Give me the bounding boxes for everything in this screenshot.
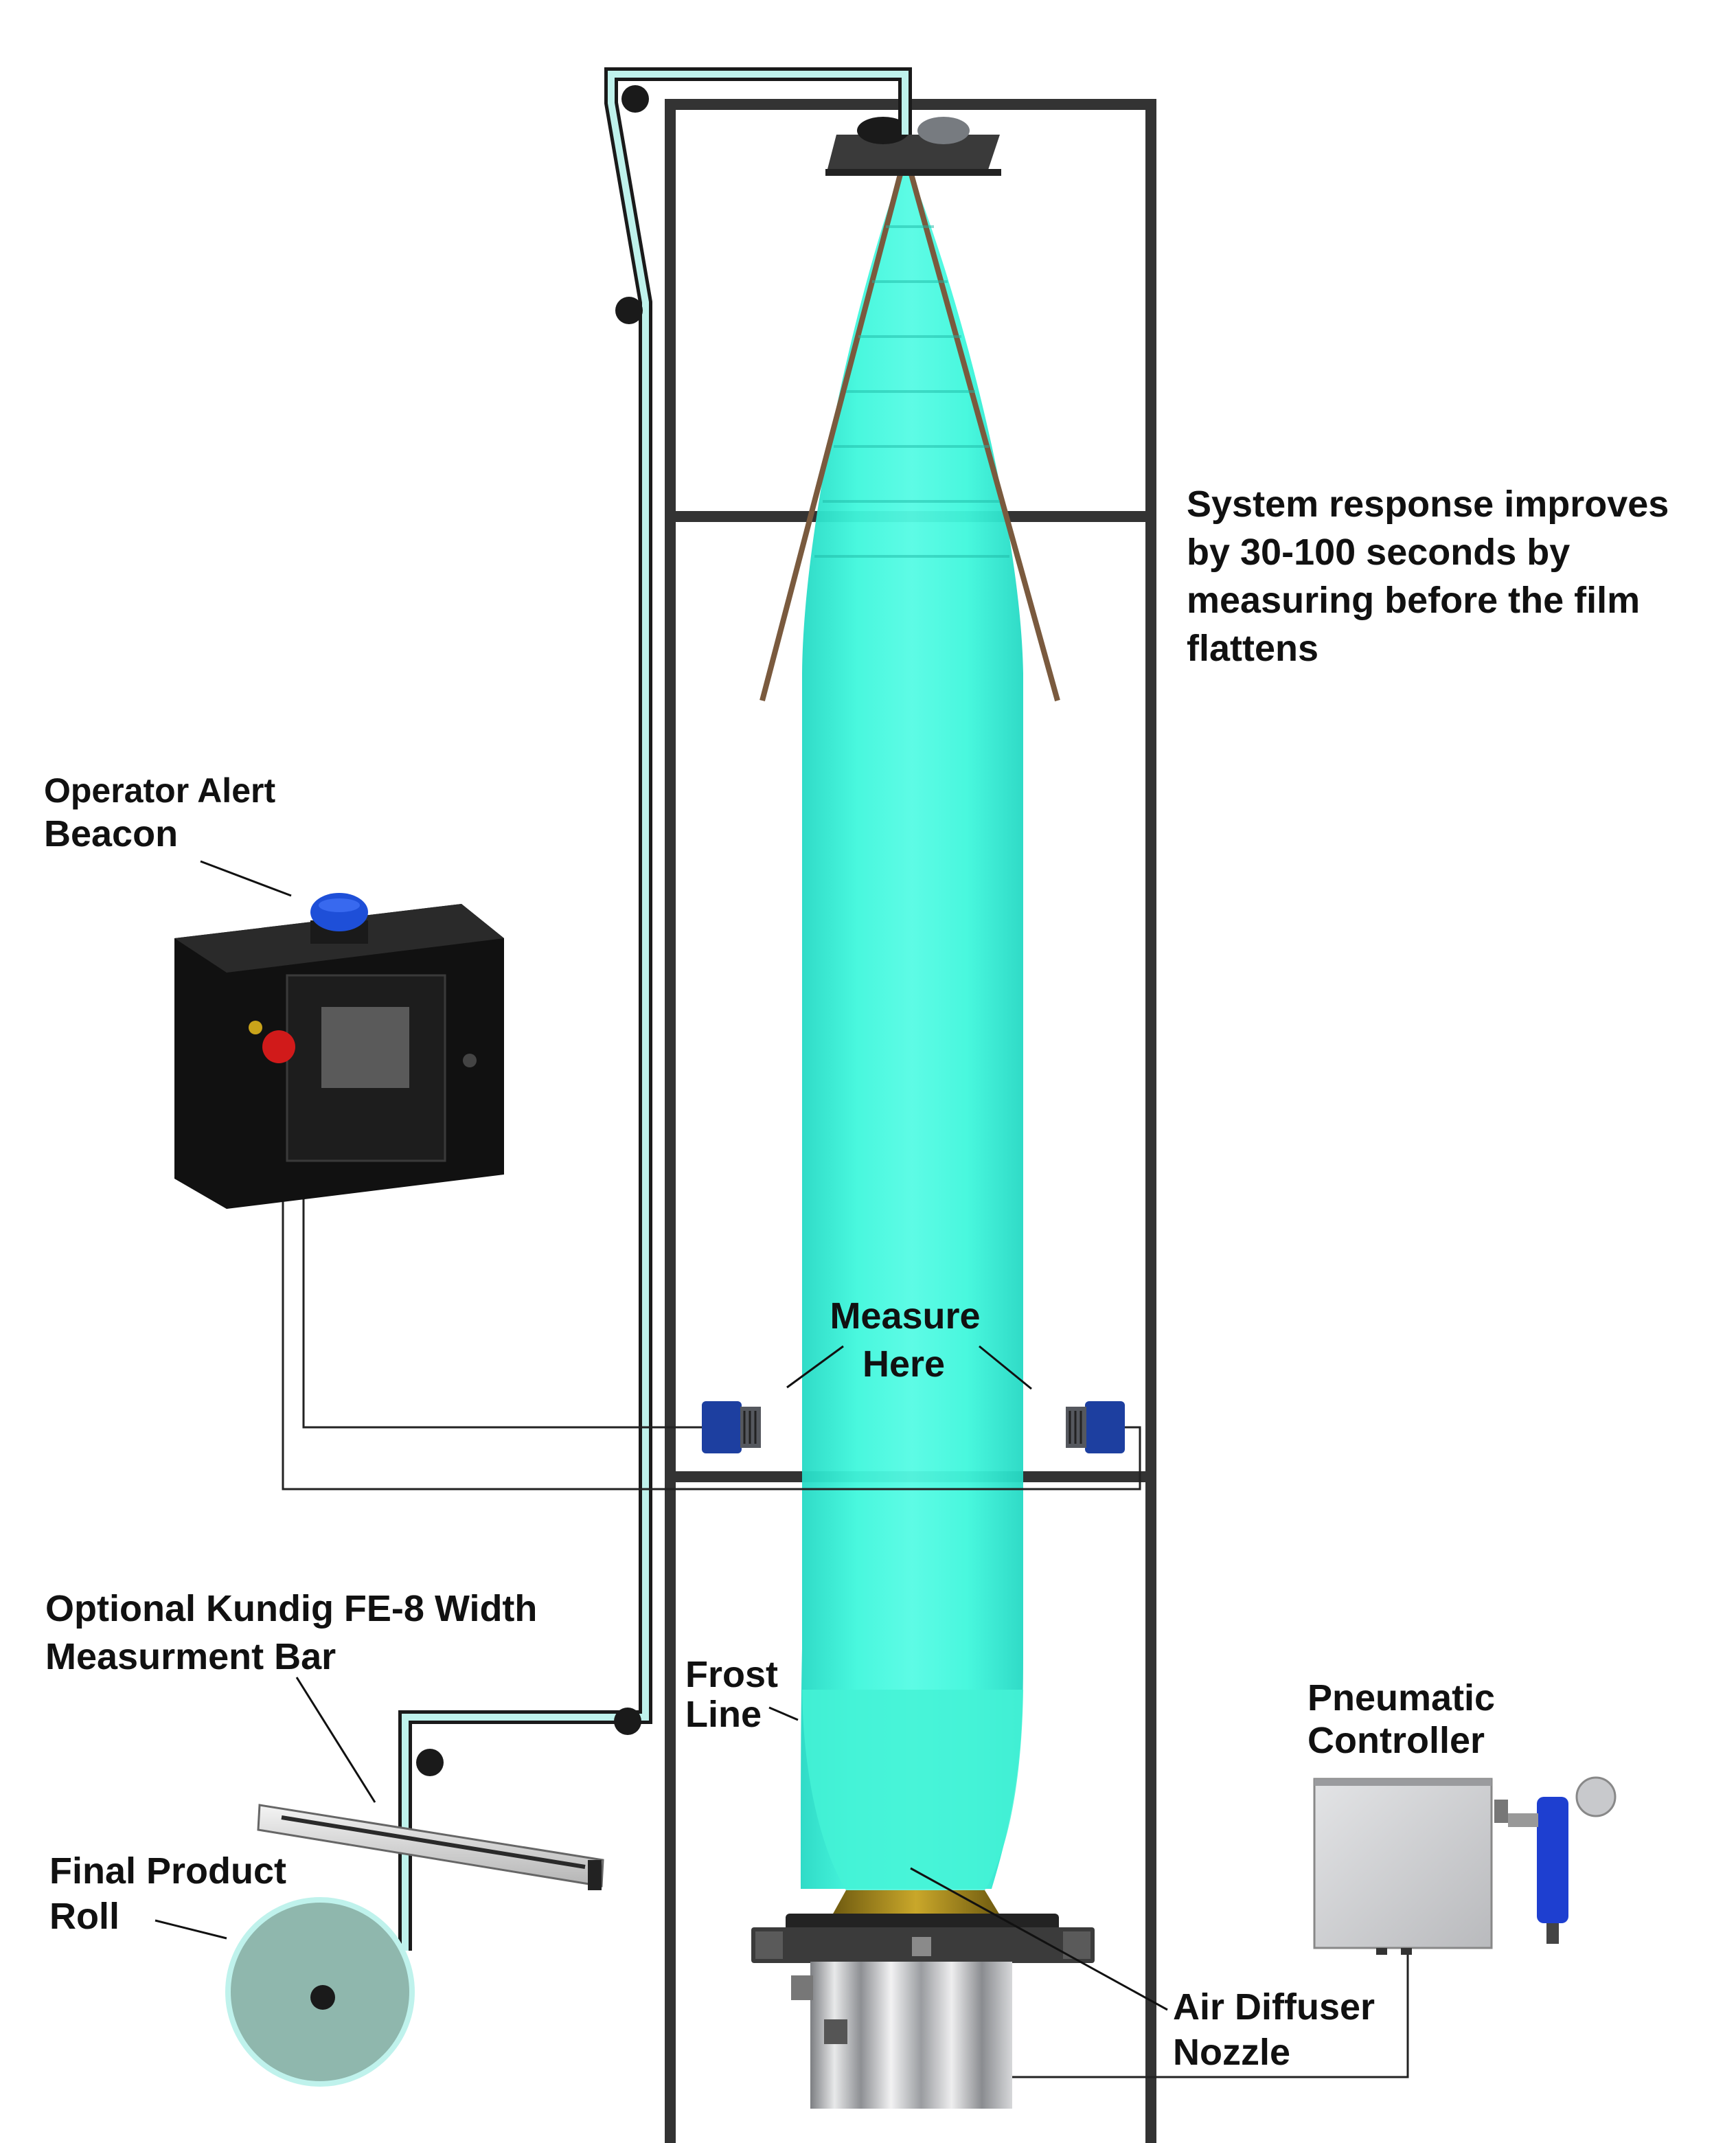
film-bubble [760,170,1060,1890]
label-pneumatic-line-1: Pneumatic [1307,1677,1495,1719]
hmi-screen [321,1007,409,1088]
width-measurement-bar [257,1804,604,1890]
label-operator-alert-line-2: Beacon [44,813,178,854]
pneumatic-controller [1313,1776,1617,1955]
sensor-wiring [282,1195,1409,2078]
leader-frost [768,1706,799,1721]
leader-measure-right [979,1345,1032,1390]
label-system-response-line-2: by 30-100 seconds by [1187,532,1570,573]
label-measure-here: Measure Here [830,1295,980,1385]
label-system-response-line-3: measuring before the film [1187,580,1640,621]
label-measure-here-line-2: Here [863,1343,945,1385]
leader-roll [155,1919,227,1940]
sensor-left [702,1401,761,1453]
label-operator-alert-line-1: Operator Alert [44,771,275,810]
label-optional-bar-line-1: Optional Kundig FE-8 Width [45,1588,537,1629]
leader-lines [155,860,1168,2011]
label-air-diffuser: Air Diffuser Nozzle [1173,1986,1375,2073]
air-diffuser-assembly [751,1890,1095,2109]
label-system-response-line-1: System response improves [1187,484,1669,525]
leader-measure-left [786,1345,844,1389]
guide-roller-4 [416,1749,444,1776]
leader-nozzle [910,1867,1168,2011]
leader-bar [295,1677,376,1803]
roll-core [310,1985,335,2010]
emergency-stop-button [262,1030,295,1063]
nip-roll-right [917,117,970,144]
label-final-roll: Final Product Roll [49,1850,286,1937]
label-system-response-line-4: flattens [1187,628,1318,669]
film-path-inner [402,71,909,1951]
collapsing-frame-right [908,170,1060,702]
bubble-body [801,175,1023,1889]
label-air-diffuser-line-1: Air Diffuser [1173,1986,1375,2028]
bubble-bottom-taper [802,1690,1023,1890]
label-frost-line: Frost Line [685,1654,778,1735]
label-final-roll-line-1: Final Product [49,1850,286,1892]
operator-control-box [174,893,504,1209]
filter-regulator [1537,1797,1568,1923]
label-system-response: System response improves by 30-100 secon… [1187,484,1669,669]
label-optional-bar: Optional Kundig FE-8 Width Measurment Ba… [45,1588,537,1677]
label-measure-here-line-1: Measure [830,1295,980,1337]
label-frost-line-line-2: Line [685,1694,762,1735]
label-final-roll-line-2: Roll [49,1896,119,1937]
leader-beacon [200,860,292,897]
label-air-diffuser-line-2: Nozzle [1173,2032,1290,2073]
pressure-gauge [1575,1776,1617,1817]
label-pneumatic: Pneumatic Controller [1307,1677,1495,1761]
collapsing-frame-left [760,170,904,702]
nip-roll-left [857,117,909,144]
guide-roller-1 [621,85,649,113]
label-frost-line-line-1: Frost [685,1654,778,1695]
label-pneumatic-line-2: Controller [1307,1720,1485,1761]
guide-roller-2 [615,297,643,324]
label-operator-alert: Operator Alert Beacon [44,771,275,854]
final-product-roll [225,1897,415,2087]
label-optional-bar-line-2: Measurment Bar [45,1636,336,1677]
nip-roll-assembly [825,117,1001,176]
guide-roller-3 [614,1708,641,1735]
sensor-right [1066,1401,1125,1453]
